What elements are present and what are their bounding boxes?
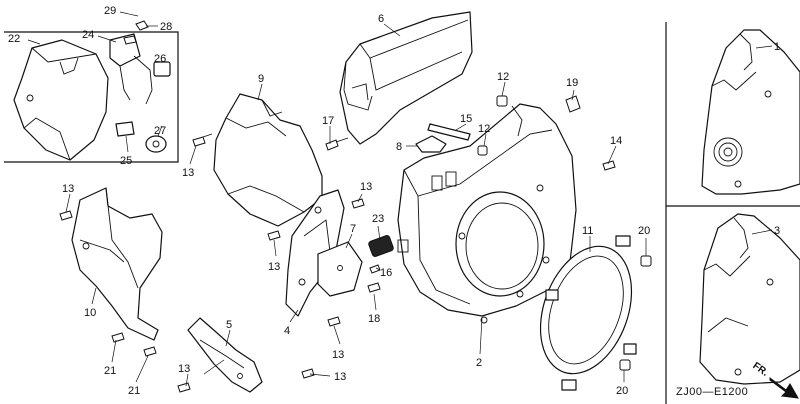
callout-labels: 1 2 3 4 5 6 7 8 9 10 11 12 12 13 13 13 1… (8, 5, 780, 397)
callout-13-bottom-left: 13 (178, 363, 190, 375)
inset-frame-top-left (4, 31, 179, 163)
callout-3: 3 (774, 225, 780, 237)
callout-2: 2 (476, 357, 482, 369)
callout-20-upper: 20 (638, 225, 650, 237)
callout-1: 1 (774, 41, 780, 53)
callout-6: 6 (378, 13, 384, 25)
callout-13-bottom-right: 13 (334, 371, 346, 383)
callout-12-lower: 12 (478, 123, 490, 135)
callout-25: 25 (120, 155, 132, 167)
part-8-clip (415, 135, 447, 153)
callout-16: 16 (380, 267, 392, 279)
part-5-lower-bracket (187, 317, 263, 393)
callout-12-upper: 12 (497, 71, 509, 83)
part-2-fan-cover (397, 103, 577, 324)
callout-10: 10 (84, 307, 96, 319)
part-10-lower-shroud (71, 187, 163, 341)
callout-29: 29 (104, 5, 116, 17)
callout-18: 18 (368, 313, 380, 325)
callout-21-lower: 21 (128, 385, 140, 397)
drawing-code: ZJ00—E1200 (676, 386, 748, 398)
callout-13-inset: 13 (182, 167, 194, 179)
callout-13-left: 13 (62, 183, 74, 195)
callout-26: 26 (154, 53, 166, 65)
part-11-starter-ring (539, 235, 637, 391)
callout-4: 4 (284, 325, 290, 337)
callout-13-center-left: 13 (268, 261, 280, 273)
callout-19: 19 (566, 77, 578, 89)
callout-28: 28 (160, 21, 172, 33)
leader-lines (27, 11, 773, 387)
callout-27: 27 (154, 125, 166, 137)
inset-right-top-cover (701, 29, 800, 195)
callout-23: 23 (372, 213, 384, 225)
callout-5: 5 (226, 319, 232, 331)
callout-17: 17 (322, 115, 334, 127)
hardware-fasteners (59, 95, 652, 393)
callout-15: 15 (460, 113, 472, 125)
callout-8: 8 (396, 141, 402, 153)
callout-13-center-bottom: 13 (332, 349, 344, 361)
callout-7: 7 (350, 223, 356, 235)
callout-11: 11 (582, 225, 593, 237)
part-7-cover-plate (317, 241, 363, 297)
callout-22: 22 (8, 33, 20, 45)
part-6-top-cover (339, 11, 473, 145)
callout-9: 9 (258, 73, 264, 85)
callout-24: 24 (82, 29, 94, 41)
inset-right-bottom-cover (699, 213, 800, 385)
part-9-shroud-plate (213, 93, 323, 227)
callout-20-lower: 20 (616, 385, 628, 397)
callout-14: 14 (610, 135, 622, 147)
callout-13-center-top: 13 (360, 181, 372, 193)
inset-air-guide-assembly (13, 20, 171, 161)
callout-21-upper: 21 (104, 365, 116, 377)
part-15-pin (427, 123, 471, 141)
front-arrow-icon (769, 377, 799, 399)
part-23-grommet (368, 235, 394, 257)
